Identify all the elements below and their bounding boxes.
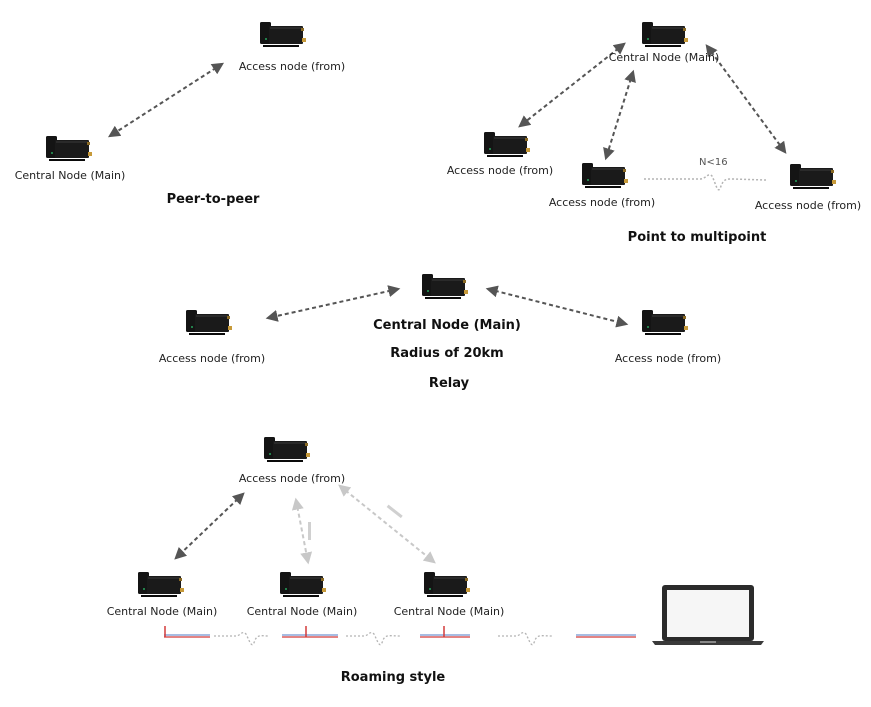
link-arrow	[603, 69, 636, 161]
central-node-label: Central Node (Main)	[608, 51, 720, 64]
signal-wave	[498, 631, 553, 646]
link-arrow	[107, 62, 225, 138]
radio-device-icon	[186, 310, 232, 335]
radio-device-icon	[582, 163, 628, 188]
signal-wave	[214, 631, 269, 646]
radio-device-icon	[642, 310, 688, 335]
link-arrow	[518, 42, 626, 128]
signal-wave	[644, 174, 767, 191]
radio-device-icon	[264, 437, 310, 462]
access-node-label: Access node (from)	[548, 196, 656, 209]
access-node-label: Access node (from)	[446, 164, 554, 177]
central-node-label: Central Node (Main)	[14, 169, 126, 182]
coverage-rail	[576, 634, 636, 638]
radio-device-icon	[484, 132, 530, 157]
radius-label: Radius of 20km	[390, 346, 504, 361]
faint-link-arrow	[291, 497, 313, 565]
faint-arrow-marking	[386, 504, 403, 519]
relay-caption: Relay	[428, 376, 470, 391]
signal-wave	[346, 631, 401, 646]
central-node-label: Central Node (Main)	[246, 605, 358, 618]
link-arrow	[705, 44, 787, 154]
point-to-multipoint-caption: Point to multipoint	[627, 230, 767, 245]
peer-to-peer-caption: Peer-to-peer	[166, 192, 260, 207]
access-node-label: Access node (from)	[614, 352, 722, 365]
radio-device-icon	[790, 164, 836, 189]
faint-link-arrow	[338, 484, 436, 564]
coverage-rail	[164, 626, 210, 638]
access-node-label: Access node (from)	[238, 472, 346, 485]
radio-device-icon	[422, 274, 468, 299]
radio-device-icon	[642, 22, 688, 47]
access-node-label: Access node (from)	[238, 60, 346, 73]
laptop-icon	[652, 585, 764, 645]
faint-arrow-marking	[308, 522, 311, 540]
radio-device-icon	[46, 136, 92, 161]
node-count-label: N<16	[699, 157, 728, 168]
coverage-rail	[282, 626, 338, 638]
central-node-title: Central Node (Main)	[373, 318, 521, 333]
central-node-label: Central Node (Main)	[393, 605, 505, 618]
radio-device-icon	[138, 572, 184, 597]
link-arrow	[174, 492, 245, 560]
link-arrow	[265, 285, 401, 322]
radio-device-icon	[424, 572, 470, 597]
access-node-label: Access node (from)	[754, 199, 862, 212]
access-node-label: Access node (from)	[158, 352, 266, 365]
radio-device-icon	[280, 572, 326, 597]
roaming-style-caption: Roaming style	[340, 670, 446, 685]
link-arrow	[485, 285, 629, 328]
radio-device-icon	[260, 22, 306, 47]
coverage-rail	[420, 626, 470, 638]
central-node-label: Central Node (Main)	[106, 605, 218, 618]
